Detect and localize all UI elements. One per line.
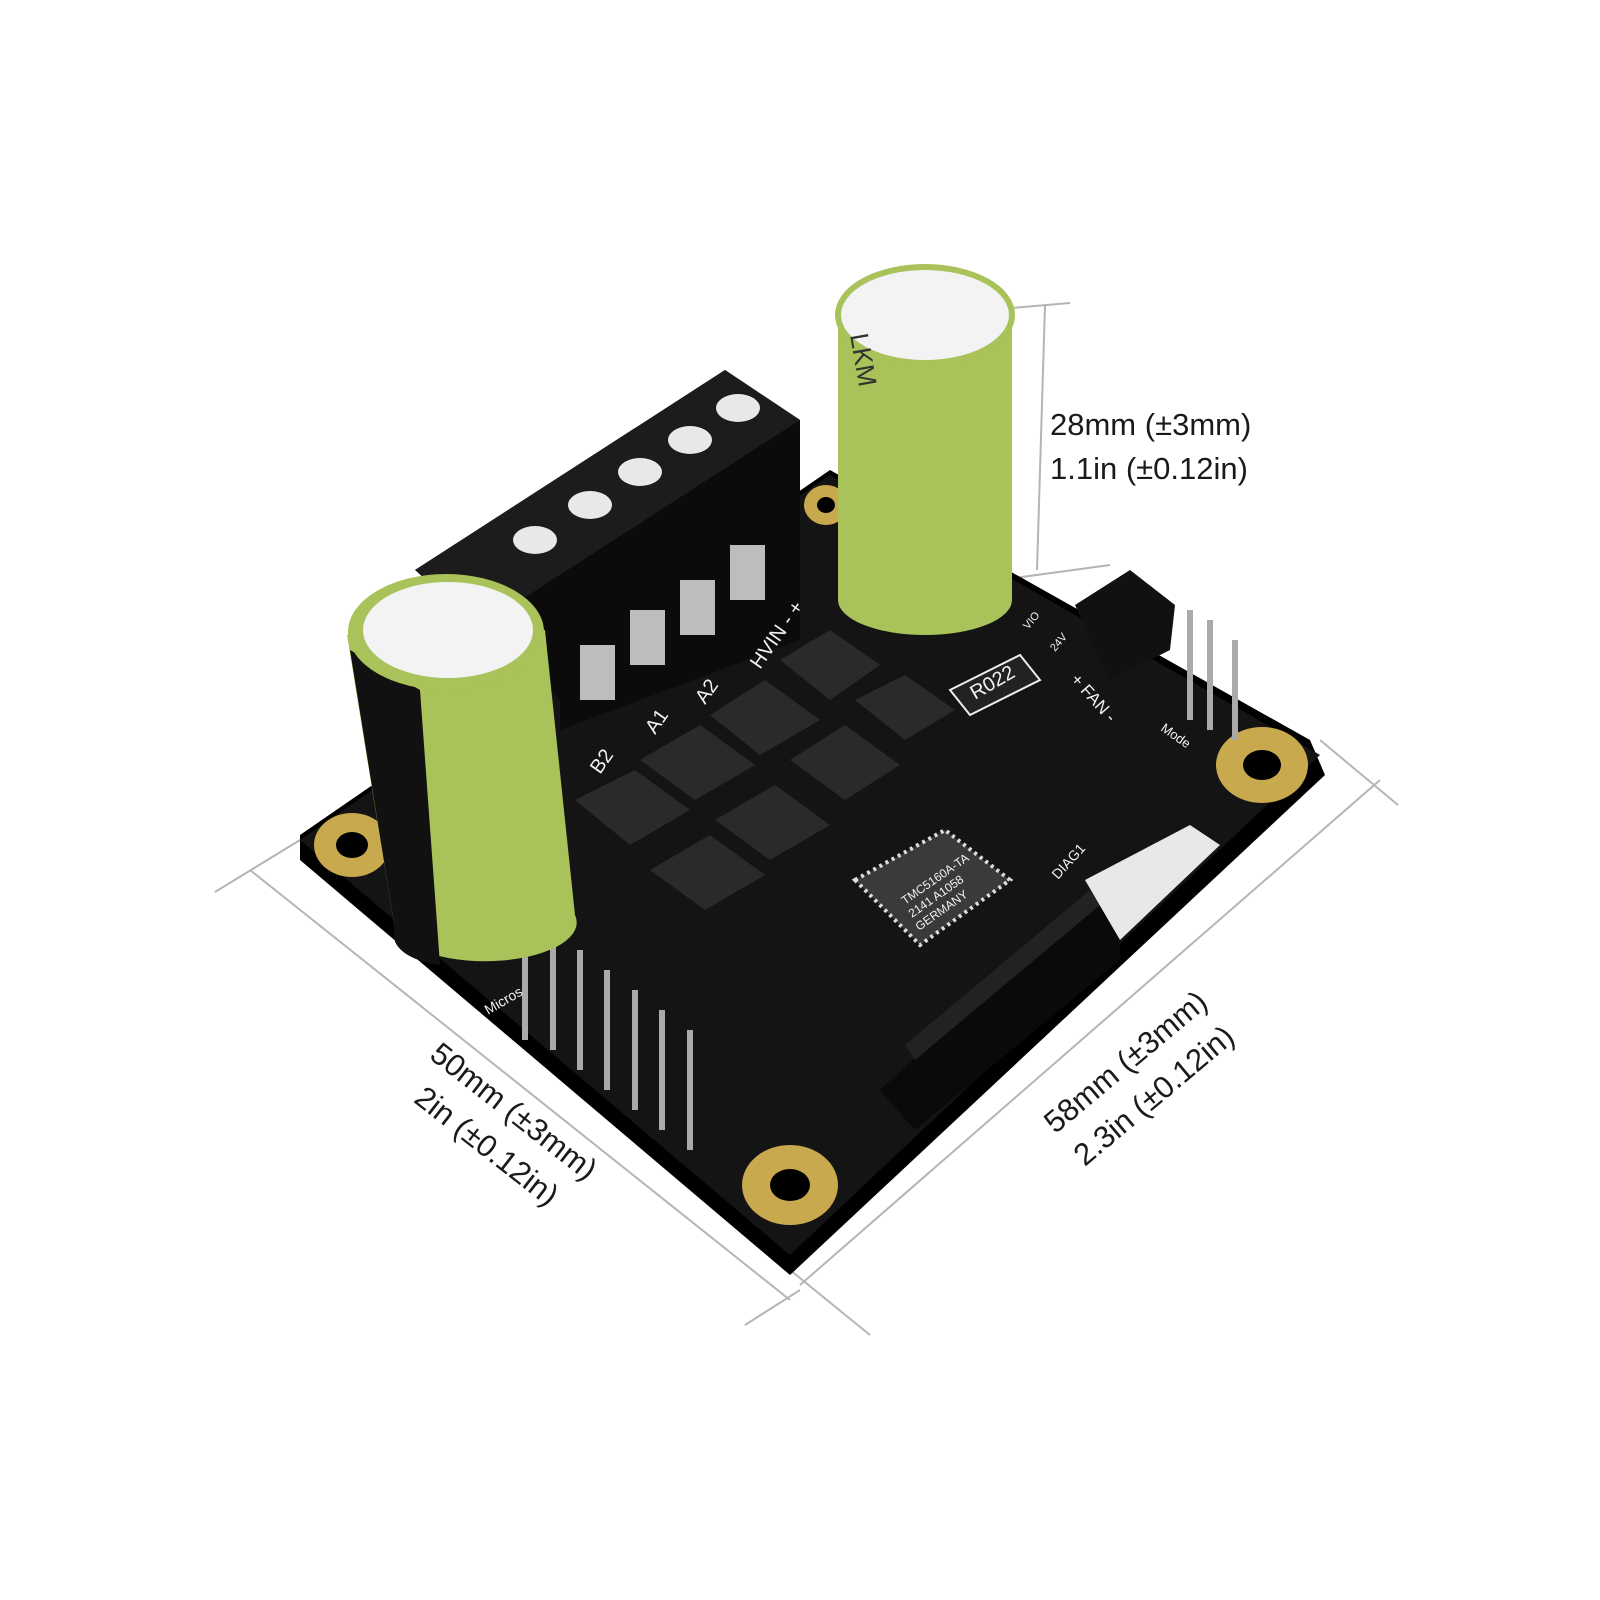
- fan-connector: [1075, 570, 1175, 680]
- idc-connector: [880, 890, 1120, 1130]
- height-dimension: 28mm (±3mm) 1.1in (±0.12in): [1050, 403, 1251, 491]
- tmc-chip: TMC5160A-TA 2141 A1058 GERMANY: [851, 827, 1014, 948]
- capacitor-left: [347, 574, 577, 965]
- ffc-connector: [1085, 825, 1220, 940]
- mosfets: [575, 630, 955, 910]
- height-imperial: 1.1in (±0.12in): [1050, 451, 1248, 486]
- pin-headers: [522, 610, 1238, 1150]
- capacitor-right: LKM: [835, 264, 1015, 635]
- mounting-holes: [314, 485, 1308, 1225]
- height-metric: 28mm (±3mm): [1050, 407, 1252, 442]
- dimension-lines: [214, 302, 1399, 1336]
